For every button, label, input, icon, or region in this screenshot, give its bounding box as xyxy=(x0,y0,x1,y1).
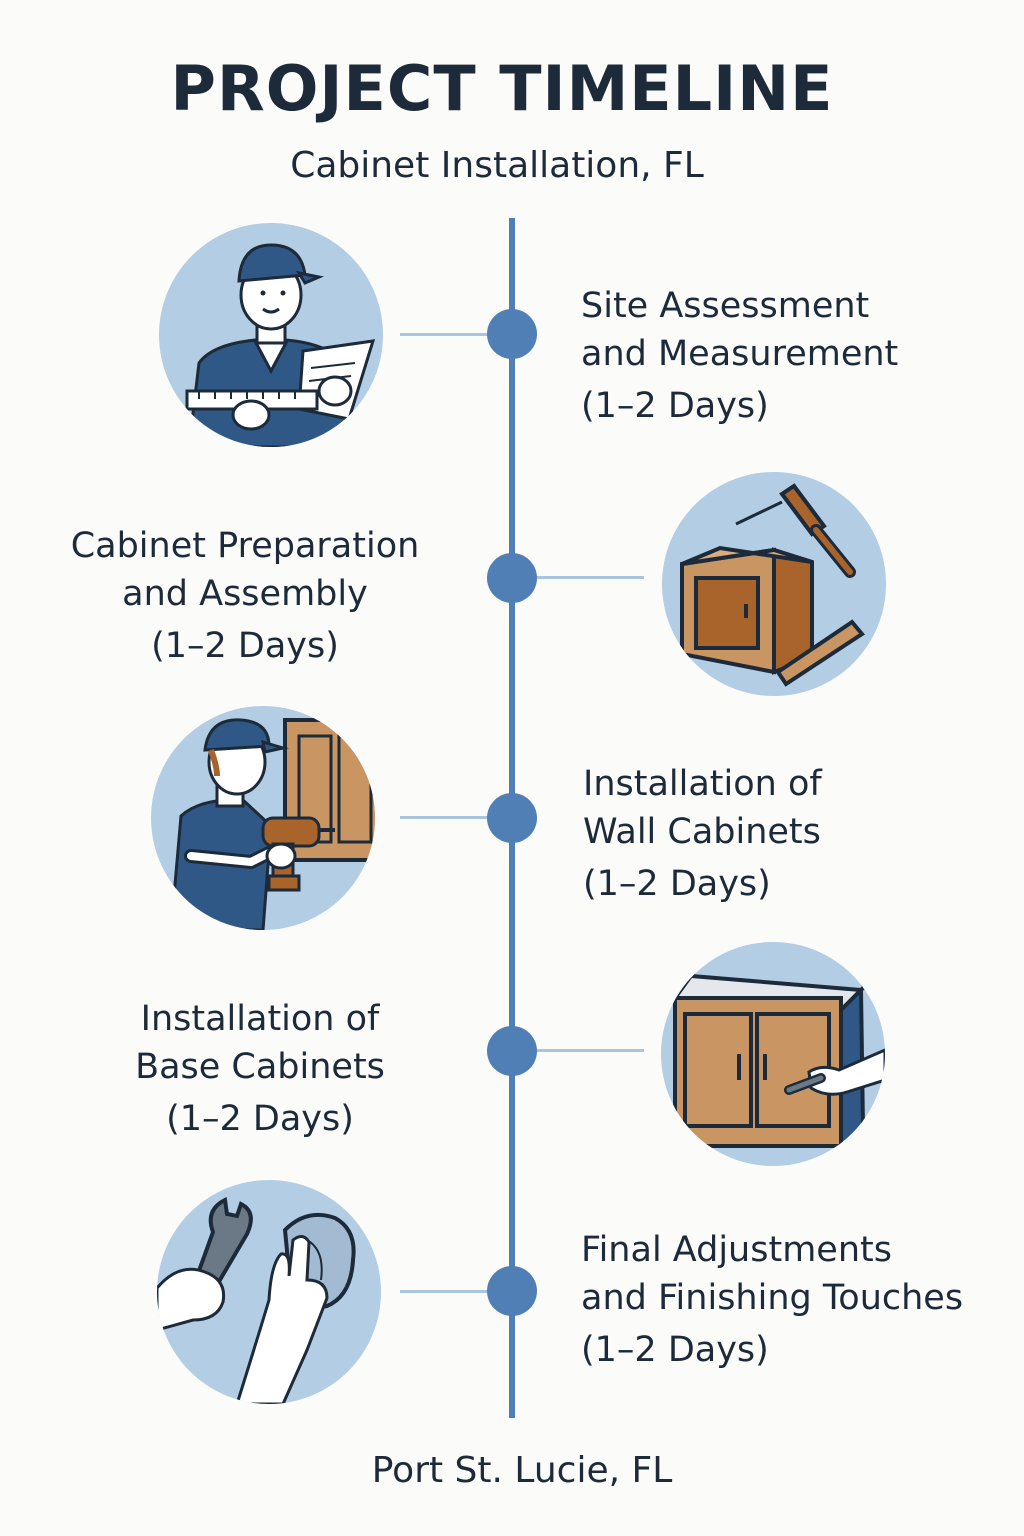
timeline-node-step-1 xyxy=(487,309,537,359)
step-3-line1: Installation of xyxy=(583,764,822,804)
installer-drill-icon xyxy=(151,706,375,930)
cabinet-assembly-icon xyxy=(662,472,886,696)
step-5-duration: (1–2 Days) xyxy=(581,1330,769,1370)
footer-location: Port St. Lucie, FL xyxy=(371,1450,673,1491)
connector-step-5 xyxy=(400,1290,510,1293)
timeline-node-step-3 xyxy=(487,793,537,843)
timeline-node-step-2 xyxy=(487,553,537,603)
step-2-line2: and Assembly xyxy=(122,574,368,614)
step-3-line2: Wall Cabinets xyxy=(583,812,821,852)
step-4-line1: Installation of xyxy=(140,999,380,1039)
step-1-label: Site Assessment and Measurement (1–2 Day… xyxy=(581,282,1001,430)
step-3-duration: (1–2 Days) xyxy=(583,864,771,904)
step-2-duration: (1–2 Days) xyxy=(151,626,339,666)
step-1-line1: Site Assessment xyxy=(581,286,870,326)
step-5-label: Final Adjustments and Finishing Touches … xyxy=(581,1226,1017,1374)
technician-clipboard-icon xyxy=(159,223,383,447)
step-4-line2: Base Cabinets xyxy=(135,1047,385,1087)
step-4-duration: (1–2 Days) xyxy=(166,1099,354,1139)
timeline-node-step-5 xyxy=(487,1266,537,1316)
base-cabinet-icon xyxy=(661,942,885,1166)
connector-step-1 xyxy=(400,333,510,336)
connector-step-2 xyxy=(512,576,644,579)
wrench-cloth-icon xyxy=(157,1180,381,1404)
step-3-label: Installation of Wall Cabinets (1–2 Days) xyxy=(583,760,1003,908)
page-subtitle: Cabinet Installation, FL xyxy=(290,145,704,186)
step-1-line2: and Measurement xyxy=(581,334,899,374)
step-1-duration: (1–2 Days) xyxy=(581,386,769,426)
step-2-label: Cabinet Preparation and Assembly (1–2 Da… xyxy=(40,522,450,670)
step-2-line1: Cabinet Preparation xyxy=(70,526,420,566)
timeline-node-step-4 xyxy=(487,1026,537,1076)
step-5-line2: and Finishing Touches xyxy=(581,1278,964,1318)
step-4-label: Installation of Base Cabinets (1–2 Days) xyxy=(60,995,460,1143)
connector-step-3 xyxy=(400,816,510,819)
page-title: PROJECT TIMELINE xyxy=(170,52,834,125)
connector-step-4 xyxy=(512,1049,644,1052)
step-5-line1: Final Adjustments xyxy=(581,1230,892,1270)
